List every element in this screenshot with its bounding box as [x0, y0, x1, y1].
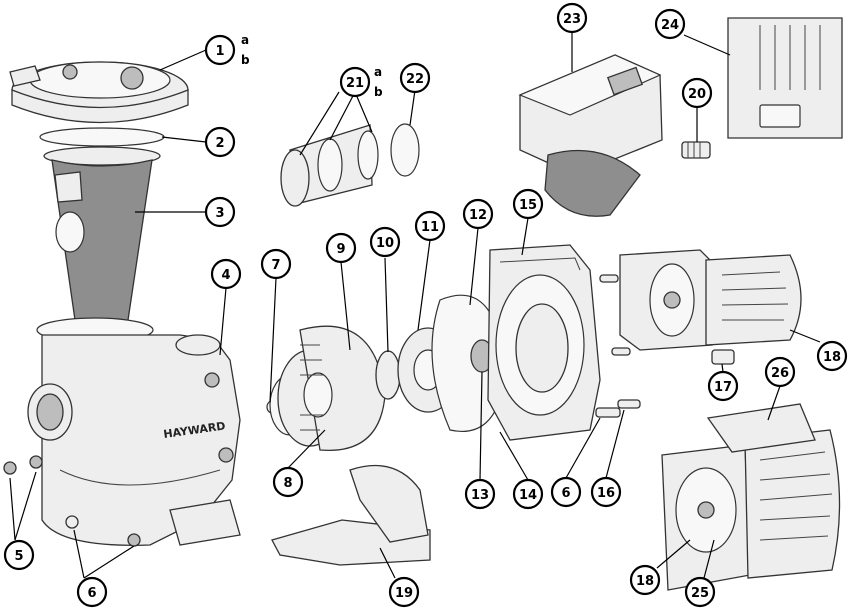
- svg-text:8: 8: [283, 476, 292, 491]
- svg-text:22: 22: [406, 72, 424, 87]
- svg-text:3: 3: [215, 206, 224, 221]
- callout-2: 2: [204, 126, 236, 158]
- callout-6-bracket: 6: [550, 476, 582, 508]
- callout-9: 9: [325, 232, 357, 264]
- cover-o-ring: [39, 127, 165, 147]
- callout-8: 8: [272, 466, 304, 498]
- impeller-ring: [375, 350, 401, 400]
- callout-4: 4: [210, 258, 242, 290]
- drain-plugs: [3, 455, 43, 475]
- callout-1: 1 a b: [204, 33, 250, 67]
- svg-text:24: 24: [661, 18, 679, 33]
- callout-14: 14: [512, 478, 544, 510]
- callout-13: 13: [464, 478, 496, 510]
- callout-12: 12: [462, 198, 494, 230]
- strainer-cover: [9, 61, 189, 124]
- svg-text:26: 26: [771, 366, 789, 381]
- svg-text:17: 17: [714, 380, 732, 395]
- diffuser-seal-plate: [269, 325, 386, 452]
- svg-text:11: 11: [421, 220, 439, 235]
- callout-10: 10: [369, 226, 401, 258]
- callout-21: 21 a b: [339, 65, 383, 99]
- union-connectors: [280, 124, 379, 207]
- svg-text:25: 25: [691, 586, 709, 601]
- bracket-bolts: [599, 274, 641, 409]
- callout-3: 3: [204, 196, 236, 228]
- svg-text:9: 9: [336, 242, 345, 257]
- pump-housing: [27, 317, 241, 546]
- callout-6-housing: 6: [76, 576, 108, 608]
- drive-controller: [518, 54, 663, 217]
- callout-25: 25: [684, 576, 716, 608]
- svg-text:20: 20: [688, 87, 706, 102]
- callout-18-variable-speed: 18: [816, 340, 848, 372]
- seal-plate-bracket: [487, 244, 601, 441]
- callout-11: 11: [414, 210, 446, 242]
- svg-text:23: 23: [563, 12, 581, 27]
- callout-7: 7: [260, 248, 292, 280]
- wall-mount-controller: [727, 17, 843, 139]
- svg-text:2: 2: [215, 136, 224, 151]
- callout-26: 26: [764, 356, 796, 388]
- svg-text:18: 18: [823, 350, 841, 365]
- conduit-fitting: [681, 141, 711, 159]
- callout-20: 20: [681, 77, 713, 109]
- callout-19: 19: [388, 576, 420, 608]
- svg-text:19: 19: [395, 586, 413, 601]
- svg-text:7: 7: [271, 258, 280, 273]
- callout-24: 24: [654, 8, 686, 40]
- union-o-ring: [390, 123, 420, 177]
- variable-speed-motor: [619, 249, 802, 351]
- svg-text:13: 13: [471, 488, 489, 503]
- diffuser-plate: [431, 294, 506, 432]
- single-speed-motor: [661, 403, 841, 591]
- strainer-basket: [43, 146, 161, 327]
- svg-text:10: 10: [376, 236, 394, 251]
- svg-text:15: 15: [519, 198, 537, 213]
- svg-text:6: 6: [87, 586, 96, 601]
- svg-text:a: a: [374, 65, 382, 79]
- svg-text:4: 4: [221, 268, 230, 283]
- svg-text:12: 12: [469, 208, 487, 223]
- svg-text:14: 14: [519, 488, 537, 503]
- svg-text:a: a: [241, 33, 249, 47]
- callout-5: 5: [3, 539, 35, 571]
- callout-23: 23: [556, 2, 588, 34]
- svg-text:1: 1: [215, 44, 224, 59]
- svg-text:6: 6: [561, 486, 570, 501]
- callout-22: 22: [399, 62, 431, 94]
- svg-text:b: b: [374, 85, 383, 99]
- leader-lines: [9, 32, 821, 579]
- pump-base: [271, 464, 431, 566]
- motor-foot: [711, 349, 735, 365]
- callout-16: 16: [590, 476, 622, 508]
- svg-text:5: 5: [14, 549, 23, 564]
- svg-text:21: 21: [346, 76, 364, 91]
- svg-text:b: b: [241, 53, 250, 67]
- callout-15: 15: [512, 188, 544, 220]
- callout-17: 17: [707, 370, 739, 402]
- callout-18-single-speed: 18: [629, 564, 661, 596]
- svg-text:18: 18: [636, 574, 654, 589]
- svg-text:16: 16: [597, 486, 615, 501]
